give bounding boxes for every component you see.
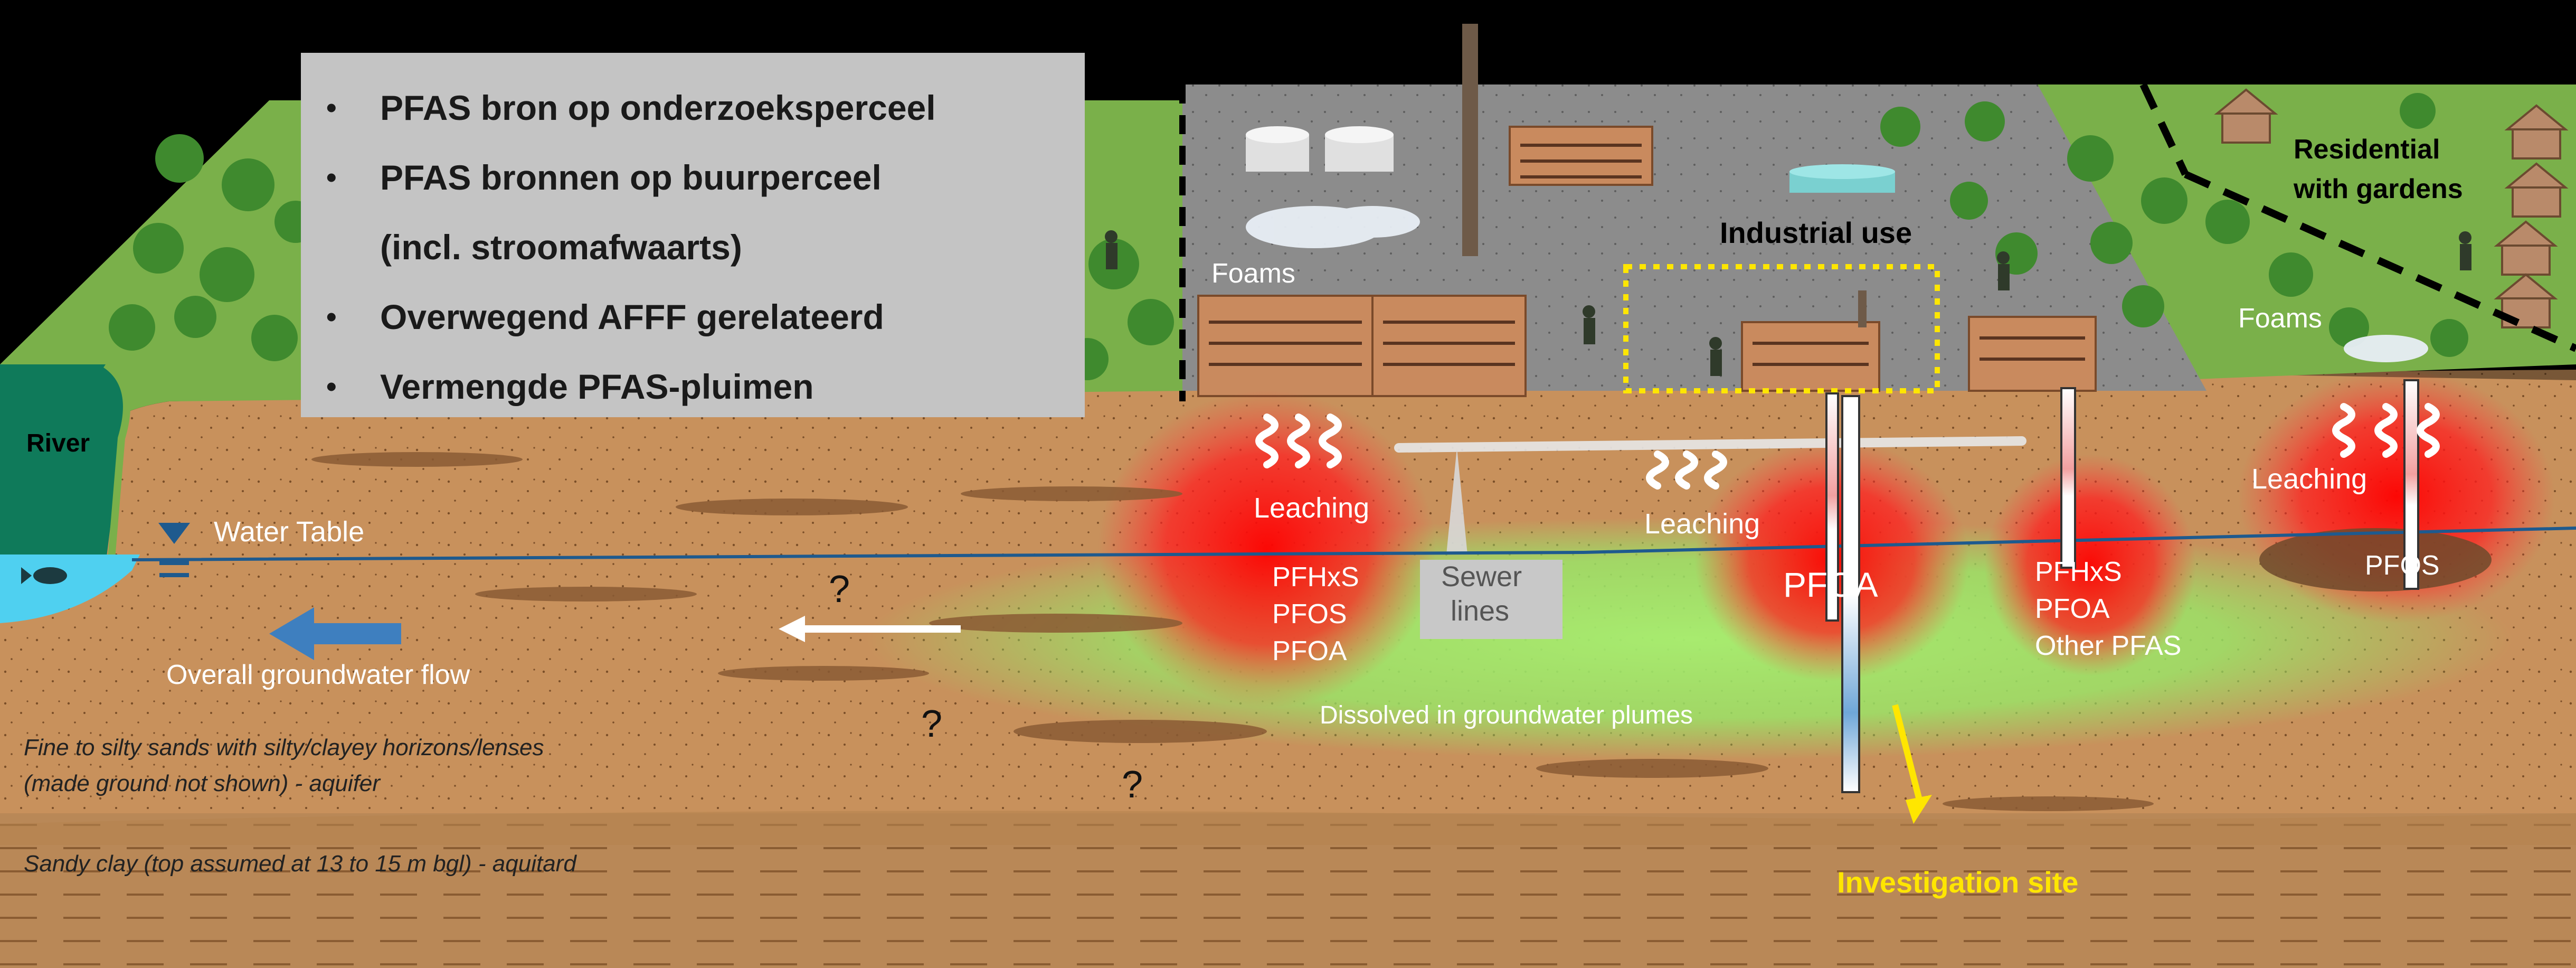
trees-left — [109, 134, 1174, 380]
water-table-line — [131, 527, 2576, 561]
label-foams-right: Foams — [2238, 303, 2322, 334]
river-water — [0, 555, 140, 623]
label-plume-right: PFOS — [2365, 550, 2440, 581]
trees-right — [1880, 93, 2468, 357]
summary-bullet-list: • PFAS bron op onderzoeksperceel • PFAS br… — [317, 73, 1069, 421]
label-aquitard: Sandy clay (top assumed at 13 to 15 m bg… — [24, 851, 577, 877]
investigation-area-outline — [1623, 264, 1940, 393]
bullet-dot-icon: • — [326, 91, 337, 124]
question-mark-1: ? — [829, 568, 850, 610]
water-table-symbol — [158, 523, 190, 577]
leaching-arrows — [1255, 403, 2440, 490]
residential-boundary — [2139, 83, 2576, 352]
groundwater-flow-arrow — [269, 607, 401, 660]
factory-buildings — [1197, 126, 2097, 397]
label-plume-center: PFOA — [1783, 565, 1878, 604]
label-plume-left-2: PFOS — [1272, 599, 1347, 629]
label-leaching-right: Leaching — [2251, 463, 2367, 495]
monitoring-wells — [1825, 379, 2419, 793]
fish-icon — [21, 567, 67, 584]
bullet-text: Overwegend AFFF gerelateerd — [380, 297, 884, 336]
bullet-item: • Overwegend AFFF gerelateerd — [317, 282, 1069, 352]
houses — [2214, 88, 2569, 328]
question-mark-3: ? — [1122, 764, 1143, 806]
well-center-screen — [1825, 392, 1839, 622]
label-plume-mid-1: PFHxS — [2035, 557, 2122, 587]
label-residential-2: with gardens — [2293, 174, 2463, 204]
label-water-table: Water Table — [214, 516, 364, 548]
bullet-item: • Vermengde PFAS-pluimen — [317, 352, 1069, 421]
source-zone-mid — [1985, 454, 2196, 676]
source-zone-left — [1098, 391, 1436, 708]
flow-arrow-white — [779, 616, 961, 642]
well-center-main — [1841, 395, 1860, 793]
bullet-item: • PFAS bron op onderzoeksperceel — [317, 73, 1069, 143]
well-right — [2403, 379, 2419, 590]
investigation-site-arrow — [1892, 704, 1932, 824]
bullet-continuation: (incl. stroomafwaarts) — [317, 212, 1069, 282]
label-residential-1: Residential — [2294, 134, 2440, 165]
clay-lenses — [311, 452, 2492, 811]
label-aquifer-2: (made ground not shown) - aquifer — [24, 770, 381, 796]
foam-puddles — [1246, 206, 2428, 362]
label-plume-left-3: PFOA — [1272, 636, 1347, 666]
bullet-text: PFAS bron op onderzoeksperceel — [380, 88, 936, 127]
bullet-text: Vermengde PFAS-pluimen — [380, 367, 814, 406]
well-mid — [2060, 387, 2076, 569]
label-aquifer-1: Fine to silty sands with silty/clayey ho… — [24, 735, 544, 760]
chimney — [1462, 24, 1478, 256]
storage-tanks — [1246, 126, 1895, 193]
label-dissolved: Dissolved in groundwater plumes — [1320, 701, 1693, 729]
river — [0, 364, 127, 565]
label-industrial-use: Industrial use — [1720, 216, 1912, 249]
label-plume-mid-2: PFOA — [2035, 594, 2110, 624]
label-sewer-1: Sewer — [1441, 561, 1522, 593]
label-plume-mid-3: Other PFAS — [2035, 631, 2181, 661]
sewer-line — [1394, 436, 2026, 453]
people-figures — [1105, 230, 2471, 376]
label-foams-left: Foams — [1211, 258, 1295, 289]
label-river: River — [26, 429, 90, 457]
label-leaching-left: Leaching — [1254, 492, 1369, 524]
question-mark-2: ? — [921, 703, 942, 745]
label-leaching-mid: Leaching — [1644, 508, 1760, 540]
sewer-label-box — [1420, 560, 1562, 639]
label-overall-flow: Overall groundwater flow — [166, 660, 470, 690]
bullet-dot-icon: • — [326, 161, 337, 194]
label-sewer-2: lines — [1451, 595, 1509, 627]
label-investigation-site: Investigation site — [1837, 866, 2078, 899]
bullet-text: (incl. stroomafwaarts) — [380, 228, 742, 267]
label-plume-left-1: PFHxS — [1272, 562, 1359, 593]
summary-bullet-box: • PFAS bron op onderzoeksperceel • PFAS br… — [301, 53, 1085, 417]
bullet-item: • PFAS bronnen op buurperceel — [317, 143, 1069, 212]
bullet-text: PFAS bronnen op buurperceel — [380, 158, 882, 197]
bullet-dot-icon: • — [326, 370, 337, 403]
bullet-dot-icon: • — [326, 300, 337, 333]
